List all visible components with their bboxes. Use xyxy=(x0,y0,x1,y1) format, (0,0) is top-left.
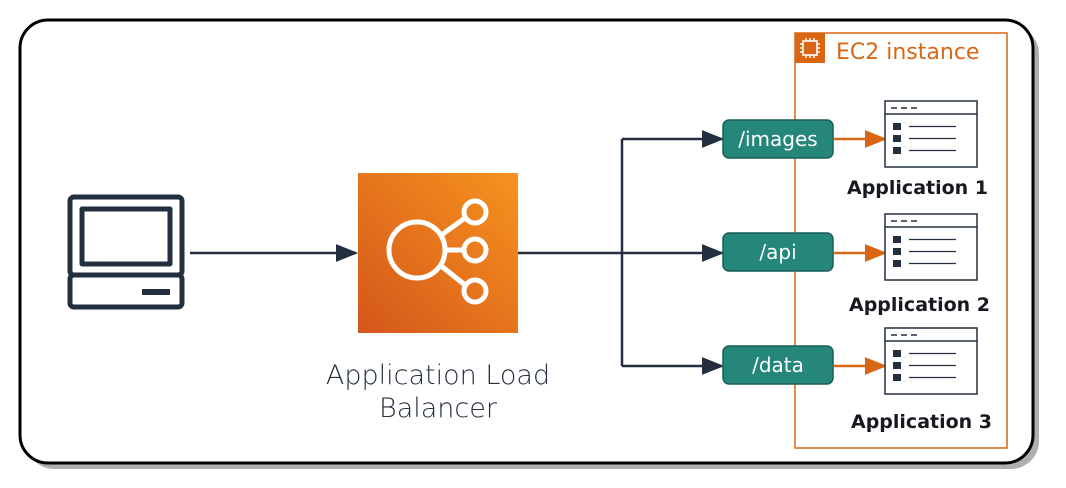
application-3-label: Application 3 xyxy=(851,411,993,433)
route-path-images: /images xyxy=(738,127,818,151)
laptop-icon xyxy=(67,194,185,310)
application-window-icon xyxy=(884,213,978,281)
alb-label-line2: Balancer xyxy=(379,393,497,424)
route-path-data: /data xyxy=(752,353,804,377)
application-2-label: Application 2 xyxy=(849,294,991,316)
application-load-balancer-icon xyxy=(358,173,518,333)
route-path-api: /api xyxy=(759,240,797,264)
alb-label-line1: Application Load xyxy=(325,360,551,391)
application-window-icon xyxy=(884,327,978,395)
application-window-icon xyxy=(884,100,978,168)
ec2-instance-title: EC2 instance xyxy=(836,40,980,65)
route-to-app-arrows xyxy=(833,130,888,375)
ec2-instance-group xyxy=(794,32,1008,449)
ec2-chip-icon xyxy=(795,33,825,63)
application-1-label: Application 1 xyxy=(847,177,989,199)
alb-route-connectors xyxy=(518,130,725,375)
